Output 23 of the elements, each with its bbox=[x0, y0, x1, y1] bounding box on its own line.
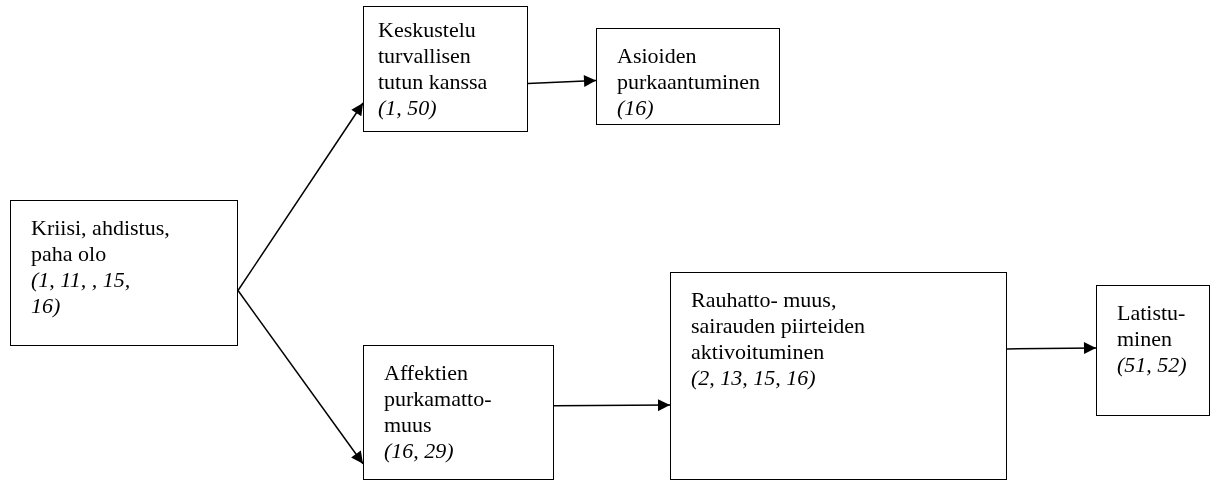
box-label: Kriisi, ahdistus, paha olo bbox=[31, 215, 171, 267]
reference-numbers: (16, 29) bbox=[384, 438, 454, 464]
reference-numbers: (1, 50) bbox=[378, 95, 437, 121]
box-label: Rauhatto- muus, sairauden piirteiden aktivoituminen bbox=[691, 287, 867, 365]
reference-numbers: (51, 52) bbox=[1117, 352, 1187, 378]
arrow bbox=[237, 289, 364, 465]
process-box bbox=[1096, 285, 1210, 416]
arrow bbox=[527, 74, 597, 87]
process-box bbox=[363, 6, 528, 132]
arrow bbox=[1006, 342, 1097, 355]
box-label: Keskustelu turvallisen tutun kanssa bbox=[378, 17, 489, 95]
process-box bbox=[596, 28, 780, 125]
process-box bbox=[10, 200, 238, 346]
arrow bbox=[553, 399, 671, 412]
box-label: Latistu- minen bbox=[1117, 300, 1187, 352]
box-label: Affektien purkamatto- muus bbox=[384, 360, 493, 438]
box-label: Asioiden purkaantuminen bbox=[617, 43, 761, 95]
arrow bbox=[237, 102, 364, 292]
reference-numbers: (16) bbox=[617, 95, 654, 121]
reference-numbers: (2, 13, 15, 16) bbox=[691, 365, 816, 391]
process-box bbox=[363, 345, 554, 480]
reference-numbers: (1, 11, , 15, 16) bbox=[31, 267, 132, 319]
process-box bbox=[670, 272, 1007, 480]
